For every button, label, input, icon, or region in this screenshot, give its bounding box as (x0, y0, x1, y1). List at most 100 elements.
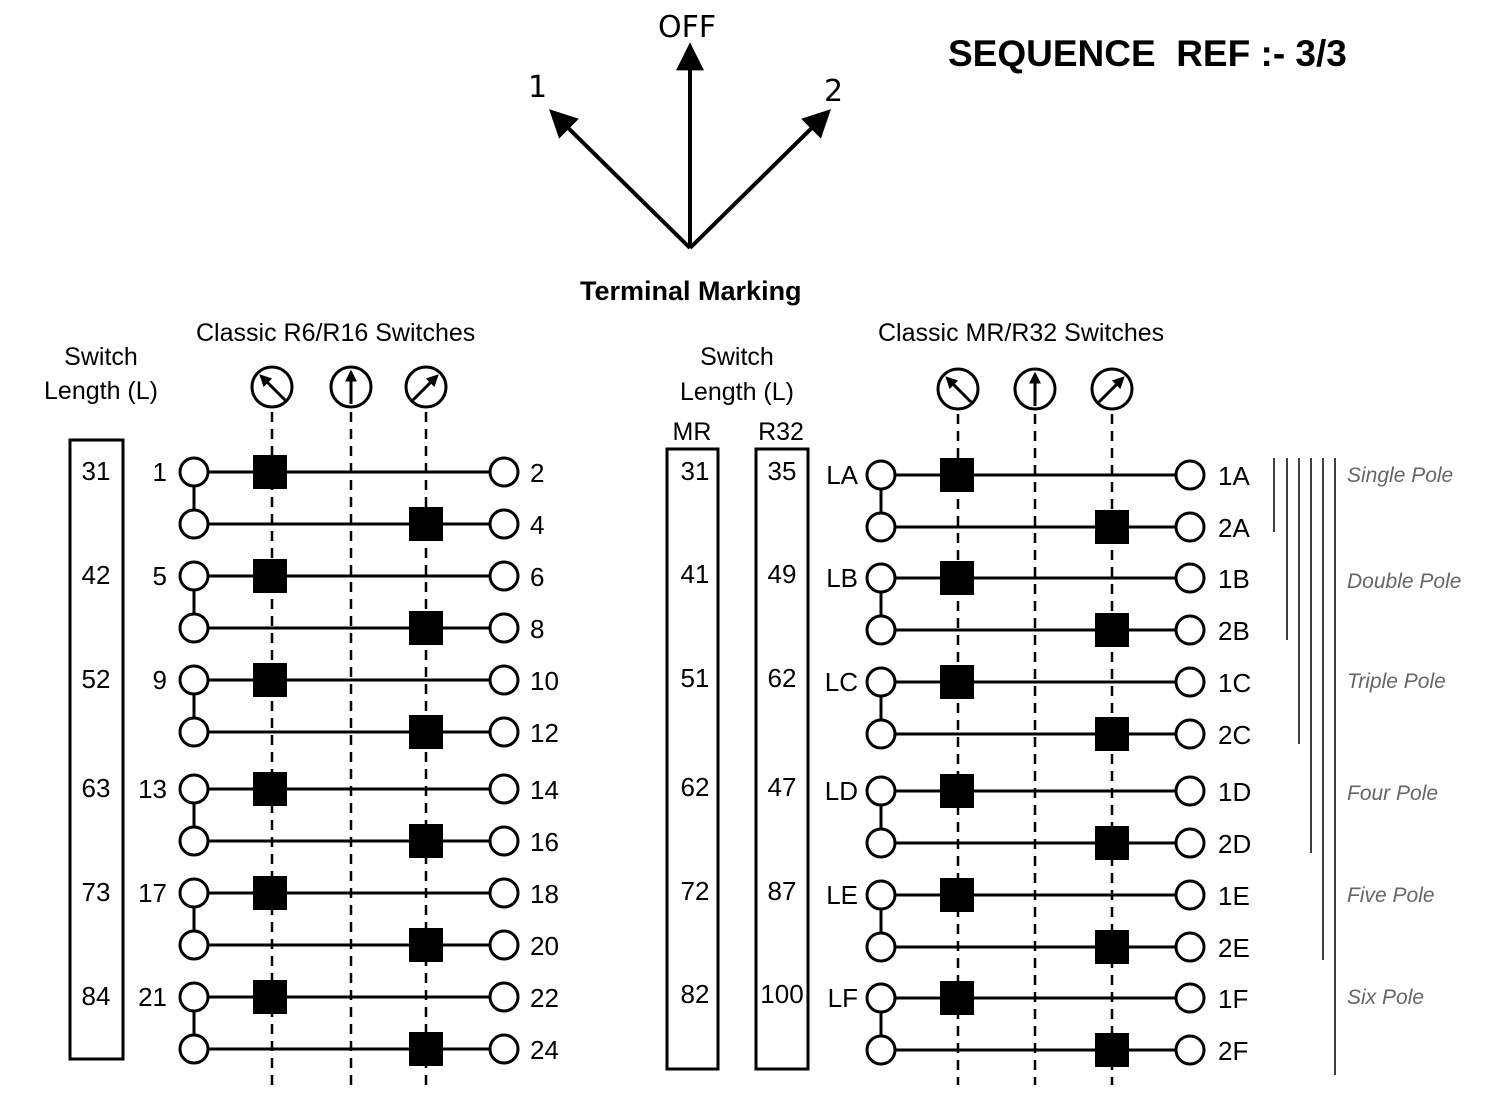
closed-contact-position-1 (940, 458, 974, 492)
output-terminal (1174, 775, 1206, 807)
right-position-icons (936, 367, 1134, 411)
closed-contact-position-2 (1095, 510, 1129, 544)
length-value: 31 (82, 456, 111, 486)
closed-contact-position-1 (253, 980, 287, 1014)
output-terminal (1174, 562, 1206, 594)
pole-bracket-lines (1273, 458, 1336, 1075)
arrow-position-1 (549, 109, 692, 250)
output-terminal (1174, 666, 1206, 698)
left-panel-title: Classic R6/R16 Switches (196, 319, 475, 347)
terminal-label-out: 18 (530, 879, 559, 909)
icon-pointer (259, 374, 287, 402)
position-off-icon (1013, 367, 1057, 411)
mr-column-header: MR (673, 418, 712, 446)
closed-contact-position-2 (409, 928, 443, 962)
output-terminal (1174, 879, 1206, 911)
output-terminal (1174, 982, 1206, 1014)
contact-group: LE 1E 2E (826, 878, 1250, 964)
closed-contact-position-1 (253, 663, 287, 697)
length-value: 73 (82, 877, 111, 907)
selector-label-off: OFF (658, 10, 716, 45)
input-terminal (178, 560, 210, 592)
terminal-label-in: 5 (153, 561, 167, 591)
pole-label: Five Pole (1347, 884, 1435, 907)
sequence-title: SEQUENCE REF :- 3/3 (948, 33, 1347, 74)
closed-contact-position-2 (1095, 930, 1129, 964)
output-terminal (1174, 614, 1206, 646)
input-terminal (178, 716, 210, 748)
input-terminal (865, 459, 897, 491)
input-terminal (178, 877, 210, 909)
r32-length-value: 62 (768, 663, 797, 693)
input-terminal (865, 562, 897, 594)
input-terminal (178, 664, 210, 696)
terminal-label-out: 16 (530, 827, 559, 857)
terminal-label-out: 1E (1218, 881, 1250, 911)
pole-label: Double Pole (1347, 570, 1461, 593)
input-terminal (865, 614, 897, 646)
terminal-label-out: 24 (530, 1035, 559, 1065)
terminal-label-out: 22 (530, 983, 559, 1013)
terminal-label-out: 2B (1218, 616, 1250, 646)
input-terminal (178, 981, 210, 1013)
output-terminal (488, 877, 520, 909)
terminal-label-out: 1C (1218, 668, 1251, 698)
terminal-label-out: 14 (530, 775, 559, 805)
pole-label: Triple Pole (1347, 670, 1446, 693)
contact-group: 17 18 20 (138, 876, 559, 962)
terminal-label-in: 13 (138, 774, 167, 804)
position-2-icon (404, 365, 448, 409)
input-terminal (178, 612, 210, 644)
input-terminal (865, 827, 897, 859)
terminal-label-out: 2C (1218, 720, 1251, 750)
right-length-header-line2: Length (L) (680, 378, 794, 406)
icon-pointer (1097, 376, 1125, 404)
left-position-dashes (270, 412, 428, 1085)
length-value: 84 (82, 981, 111, 1011)
right-panel-title: Classic MR/R32 Switches (878, 319, 1164, 347)
terminal-marking-caption: Terminal Marking (580, 276, 802, 306)
icon-pointer (945, 376, 973, 404)
mr-length-value: 51 (681, 663, 710, 693)
terminal-label-out: 2E (1218, 933, 1250, 963)
output-terminal (488, 456, 520, 488)
contact-group: LC 1C 2C (825, 665, 1251, 751)
icon-pointer (411, 374, 439, 402)
closed-contact-position-1 (253, 876, 287, 910)
terminal-label-out: 1A (1218, 461, 1250, 491)
r32-length-value: 100 (760, 979, 803, 1009)
terminal-label-out: 20 (530, 931, 559, 961)
contact-group: 21 22 24 (138, 980, 559, 1066)
terminal-label-in: 17 (138, 878, 167, 908)
closed-contact-position-1 (253, 772, 287, 806)
terminal-label-in: 1 (153, 457, 167, 487)
terminal-label-in: LA (826, 460, 858, 490)
terminal-label-in: 21 (138, 982, 167, 1012)
input-terminal (865, 511, 897, 543)
r32-column-header: R32 (758, 418, 804, 446)
terminal-label-in: LC (825, 667, 858, 697)
selector-label-2: 2 (824, 74, 843, 109)
closed-contact-position-2 (409, 824, 443, 858)
terminal-label-in: LE (826, 880, 858, 910)
input-terminal (865, 931, 897, 963)
output-terminal (1174, 511, 1206, 543)
output-terminal (1174, 718, 1206, 750)
length-value: 42 (82, 560, 111, 590)
pole-label: Single Pole (1347, 464, 1453, 487)
output-terminal (488, 1033, 520, 1065)
terminal-label-in: 9 (153, 665, 167, 695)
output-terminal (488, 560, 520, 592)
closed-contact-position-2 (409, 507, 443, 541)
input-terminal (865, 982, 897, 1014)
terminal-label-in: LB (826, 563, 858, 593)
output-terminal (488, 929, 520, 961)
output-terminal (1174, 459, 1206, 491)
